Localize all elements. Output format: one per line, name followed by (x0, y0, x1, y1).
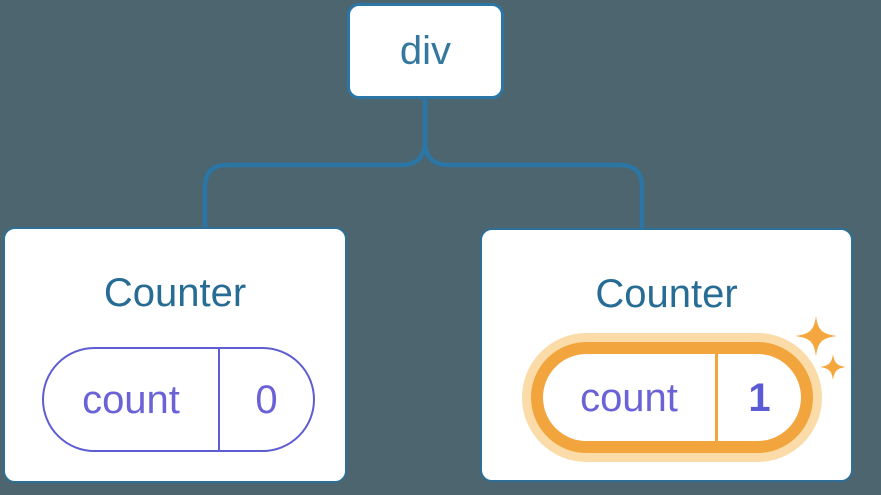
root-node-label: div (399, 29, 452, 73)
connector-right-branch (422, 99, 645, 229)
pill-divider (218, 349, 220, 450)
counter-card-right: Counter count 1 (480, 228, 853, 482)
counter-card-left: Counter count 0 (3, 227, 347, 483)
root-div-node: div (347, 3, 504, 99)
state-value: 0 (255, 377, 278, 422)
component-title: Counter (103, 271, 247, 315)
component-title: Counter (595, 272, 738, 316)
state-value: 1 (748, 375, 771, 420)
state-key-label: count (580, 375, 678, 420)
connector-left-branch (202, 99, 428, 228)
state-key-label: count (82, 377, 180, 422)
state-pill-highlighted: count 1 (531, 342, 813, 453)
state-pill: count 0 (42, 347, 315, 452)
pill-divider (715, 354, 718, 441)
